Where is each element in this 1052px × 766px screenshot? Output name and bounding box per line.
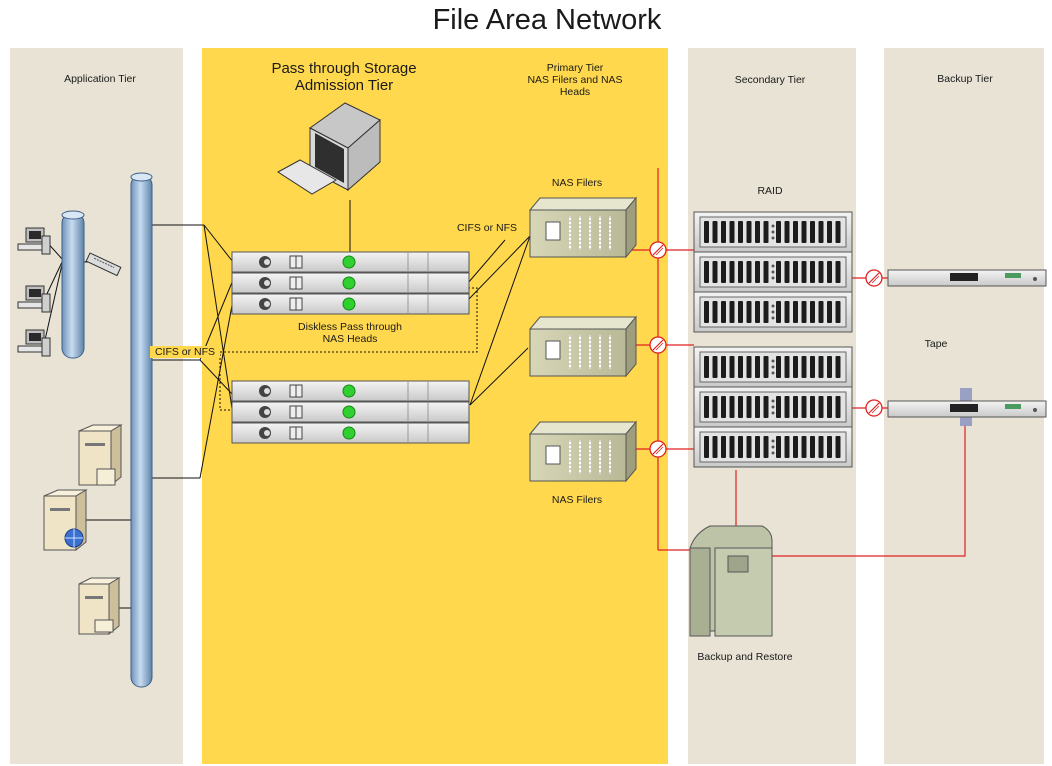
nas-head-unit	[231, 380, 470, 402]
workstation-icon	[17, 227, 51, 255]
nas-filer-icon	[528, 420, 638, 483]
fc-connector-icon	[649, 336, 667, 354]
diagram-title: File Area Network	[432, 4, 662, 36]
primary-line-3: Heads	[559, 86, 591, 99]
cifs-links	[44, 200, 531, 609]
pass-through-tier-label: Pass through Storage Admission Tier	[244, 60, 444, 95]
pass-through-line-2: Admission Tier	[294, 77, 394, 95]
raid-array-group	[693, 211, 853, 468]
raid-shelf	[693, 251, 853, 293]
backup-library-icon	[689, 525, 773, 637]
nas-head-group	[231, 380, 470, 444]
nas-head-unit	[231, 251, 470, 273]
raid-shelf	[693, 346, 853, 388]
nas-head-unit	[231, 293, 470, 315]
nas-filer-icon	[528, 315, 638, 378]
workstation-icon	[17, 285, 51, 313]
network-backbone	[130, 172, 153, 688]
raid-shelf	[693, 211, 853, 253]
admin-workstation-icon	[277, 102, 381, 195]
backup-restore-label: Backup and Restore	[697, 651, 793, 663]
cifs-nfs-label-left: CIFS or NFS	[150, 346, 220, 359]
tape-drive-icon	[887, 388, 1047, 426]
primary-line-1: Primary Tier	[546, 62, 604, 74]
diskless-line-2: NAS Heads	[322, 333, 378, 346]
application-tier-panel	[10, 48, 183, 764]
workstation-icon	[17, 329, 51, 357]
nas-filer-icon	[528, 196, 638, 259]
cifs-nfs-label-right: CIFS or NFS	[452, 222, 522, 235]
file-server-icon	[78, 424, 123, 487]
mail-server-icon	[78, 577, 121, 636]
local-hub-cylinder	[61, 210, 85, 359]
primary-line-2: NAS Filers and NAS	[527, 74, 623, 87]
fc-connector-group	[649, 241, 883, 458]
diskless-heads-label: Diskless Pass through NAS Heads	[280, 321, 420, 345]
nas-head-unit	[231, 272, 470, 294]
fc-connector-icon	[649, 241, 667, 259]
san-links	[628, 168, 966, 557]
raid-shelf	[693, 386, 853, 428]
web-server-icon	[43, 489, 88, 552]
nas-head-unit	[231, 401, 470, 423]
application-tier-label: Application Tier	[64, 73, 136, 85]
raid-shelf	[693, 426, 853, 468]
secondary-tier-label: Secondary Tier	[734, 74, 806, 86]
fc-connector-icon	[649, 440, 667, 458]
pass-through-line-1: Pass through Storage	[271, 60, 417, 77]
raid-label: RAID	[757, 185, 783, 197]
nas-head-unit	[231, 422, 470, 444]
fc-connector-icon	[865, 269, 883, 287]
tape-label: Tape	[924, 338, 948, 350]
nas-filers-label-bottom: NAS Filers	[551, 494, 603, 506]
nas-head-group	[231, 251, 470, 315]
raid-shelf	[693, 291, 853, 333]
primary-tier-label: Primary Tier NAS Filers and NAS Heads	[505, 62, 645, 98]
tape-drive-icon	[887, 269, 1047, 287]
nas-filers-label-top: NAS Filers	[551, 177, 603, 189]
backup-tier-label: Backup Tier	[937, 73, 993, 85]
nas-filer-group	[528, 196, 638, 483]
switch-icon	[85, 252, 122, 277]
fc-connector-icon	[865, 399, 883, 417]
diskless-line-1: Diskless Pass through	[298, 321, 402, 333]
